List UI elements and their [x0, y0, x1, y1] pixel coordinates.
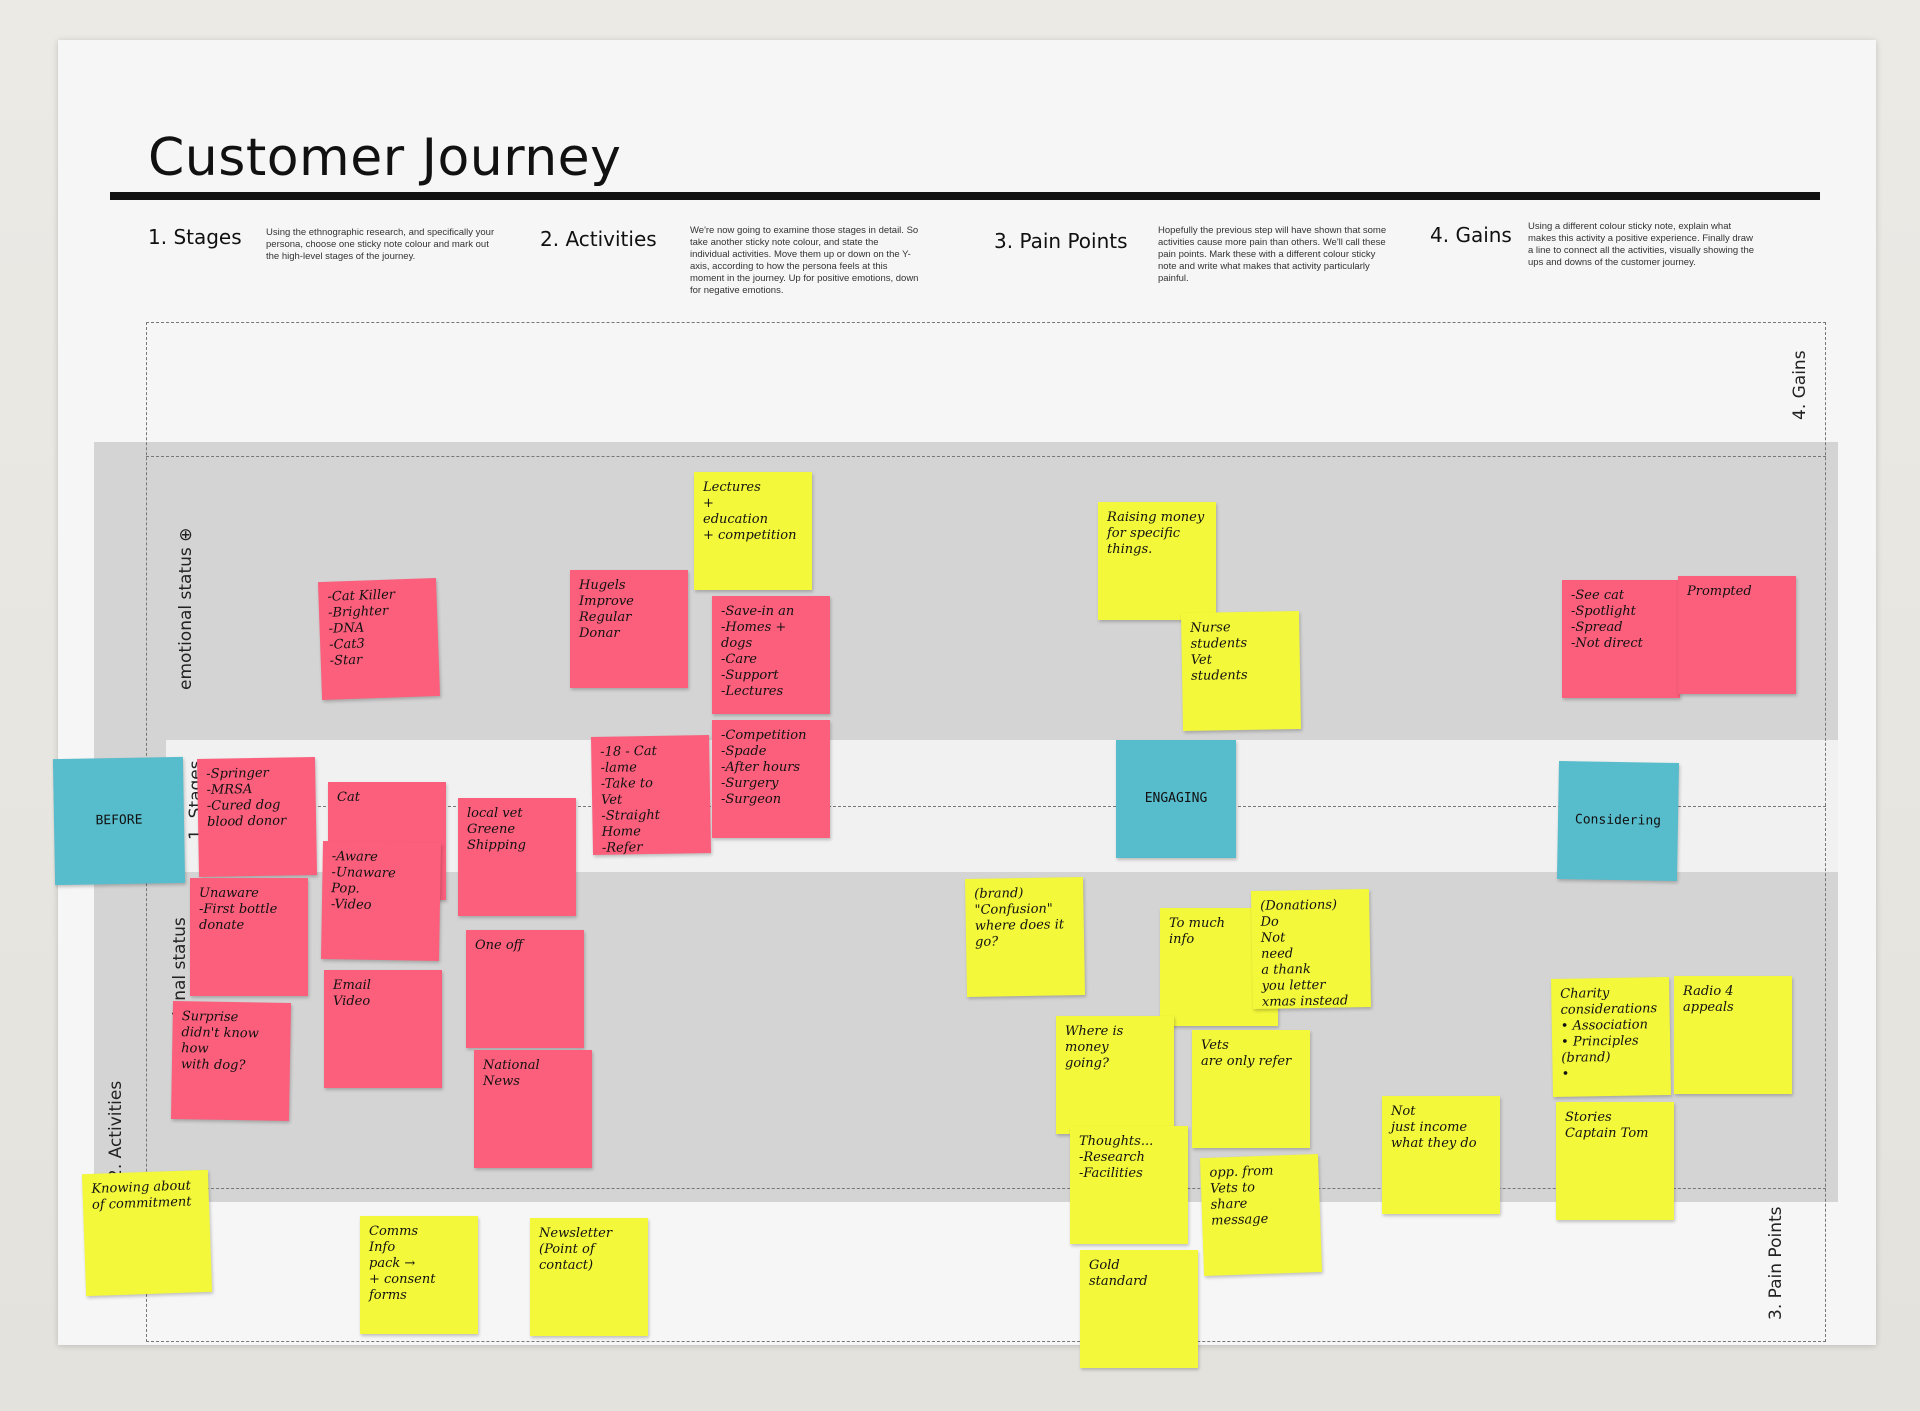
sticky-note-thoughts: Thoughts...-Research-Facilities: [1070, 1126, 1188, 1244]
sticky-note-see-cat: -See cat-Spotlight-Spread-Not direct: [1562, 580, 1680, 698]
sticky-note-newsletter: Newsletter(Point of contact): [530, 1218, 648, 1336]
sticky-note-save-in: -Save-in an-Homes + dogs-Care-Support-Le…: [712, 596, 830, 714]
sticky-note-competition: -Competition-Spade-After hours-Surgery-S…: [712, 720, 830, 838]
section-description: We're now going to examine those stages …: [690, 225, 919, 296]
dashed-line-top: [146, 456, 1826, 457]
section-heading: 2. Activities: [540, 227, 657, 251]
sticky-note-one-off: One off: [466, 930, 584, 1048]
axis-label-activities: 2. Activities: [106, 1080, 126, 1180]
sticky-note-engaging: ENGAGING: [1116, 740, 1236, 858]
section-description: Using a different colour sticky note, ex…: [1528, 221, 1755, 268]
sticky-note-cat-killer: -Cat Killer-Brighter-DNA-Cat3-Star: [317, 577, 441, 701]
poster-title: Customer Journey: [148, 128, 622, 188]
section-heading: 4. Gains: [1430, 223, 1512, 247]
section-heading: 3. Pain Points: [994, 229, 1128, 253]
sticky-note-before: BEFORE: [52, 756, 186, 886]
dashed-line-middle: [278, 806, 1826, 807]
axis-label-gains: 4. Gains: [1790, 350, 1810, 420]
axis-label-pain-points: 3. Pain Points: [1766, 1206, 1786, 1321]
section-description: Using the ethnographic research, and spe…: [266, 227, 495, 262]
sticky-note-prompted: Prompted: [1678, 576, 1796, 694]
sticky-note-considering: Considering: [1556, 760, 1680, 882]
section-heading: 1. Stages: [148, 225, 242, 249]
section-description: Hopefully the previous step will have sh…: [1158, 225, 1387, 284]
title-rule: [110, 192, 1820, 200]
dashed-line-bottom: [146, 1188, 1826, 1189]
axis-label-emotional-top: emotional status ⊕: [176, 527, 196, 690]
sticky-note-lectures: Lectures+education+ competition: [694, 472, 812, 590]
